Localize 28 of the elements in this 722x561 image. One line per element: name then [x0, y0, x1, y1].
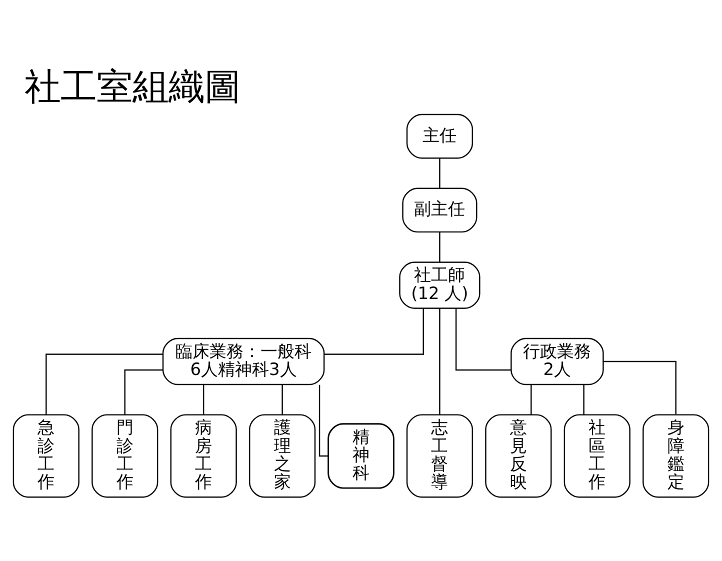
connector [46, 353, 163, 414]
connector [439, 232, 440, 262]
connector [439, 158, 440, 188]
connector [530, 384, 532, 414]
connector [318, 384, 328, 456]
connector [439, 308, 440, 414]
connector [455, 308, 511, 370]
connector [324, 308, 424, 354]
diagram-title: 社工室組織圖 [24, 64, 241, 108]
node-box: 臨床業務：一般科6人精神科3人 [162, 337, 325, 385]
node-box: 門診工作 [92, 414, 158, 498]
node-box: 意見反映 [485, 414, 552, 498]
node-box: 副主任 [402, 187, 478, 232]
connector [603, 360, 676, 414]
node-box: 社工師 (12 人) [399, 261, 480, 308]
node-box: 精神科 [328, 422, 394, 488]
connector [282, 384, 283, 414]
connector [124, 368, 163, 414]
node-box: 護理之家 [248, 414, 316, 498]
node-box: 病房工作 [170, 414, 237, 498]
node-box: 急診工作 [12, 414, 80, 498]
node-box: 行政業務2人 [510, 337, 604, 385]
node-box: 身障鑑定 [642, 414, 710, 498]
node-box: 社區工作 [564, 414, 630, 498]
connector [202, 384, 204, 414]
node-box: 志工督導 [406, 414, 474, 498]
connector [583, 384, 584, 414]
node-box: 主任 [406, 113, 474, 158]
